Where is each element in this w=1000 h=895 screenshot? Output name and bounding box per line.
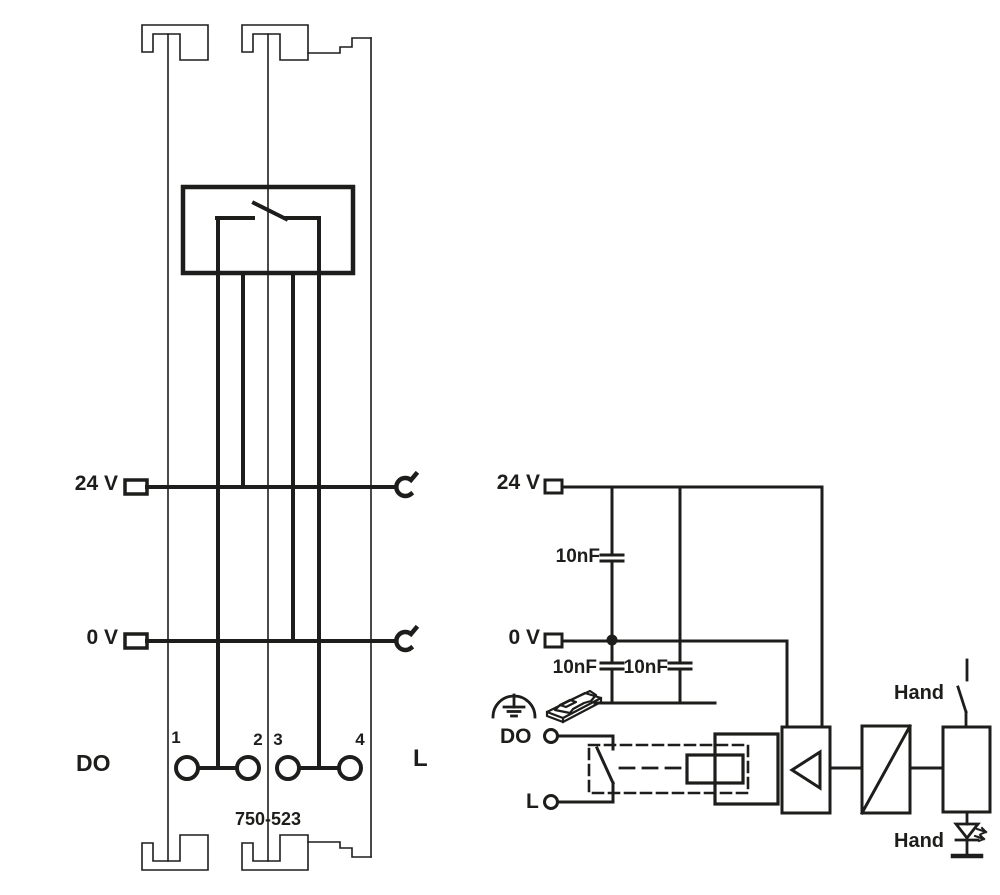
relay-contact-box [180,184,356,276]
capacitor-icon-0v-earth [599,661,625,671]
right-circuit-24v-label: 24 V [496,471,540,494]
din-rail-icon [545,689,603,724]
terminal-number-1: 1 [171,728,181,747]
module-top-profile-center [241,24,309,61]
module-top-profile [141,24,209,61]
rc-do-terminal-circle [543,728,559,744]
junction-dot [606,634,618,646]
capacitor-icon-24v-0v [599,553,625,563]
relay-switch-icon [595,746,615,785]
terminal-number-2: 2 [253,730,263,749]
module-top-profile-right [307,37,372,54]
capacitor-value-1: 10nF [555,546,600,567]
terminal-number-4: 4 [355,730,365,749]
led-icon [953,810,988,857]
earth-ground-icon [491,693,537,719]
hand-function-box [941,725,992,814]
right-circuit-l-label: L [526,790,539,813]
right-circuit-do-label: DO [500,725,532,748]
dcdc-converter-icon [859,723,913,816]
capacitor-value-3: 10nF [623,657,668,678]
interface-box [713,732,780,806]
terminal-circle-2 [235,755,261,781]
module-bottom-profile-right [307,841,372,858]
left-module-0v-label: 0 V [86,626,118,649]
left-module-24v-label: 24 V [74,472,118,495]
hand-label-top: Hand [894,682,944,704]
relay-dashed-box [587,743,750,795]
terminal-square-24v [123,478,149,496]
driver-box [780,725,832,815]
terminal-number-3: 3 [273,730,283,749]
rc-do-wire [556,734,615,751]
capacitor-value-2: 10nF [552,657,597,678]
right-circuit-0v-label: 0 V [508,626,540,649]
power-jumper-contact-icon-24v [394,470,420,499]
amplifier-triangle-icon [789,749,822,791]
hand-switch-icon [956,658,969,729]
hand-label-bottom: Hand [894,830,944,852]
rc-l-wire [556,781,615,804]
power-jumper-contact-icon-0v [394,624,420,653]
part-number-label: 750-523 [234,809,302,829]
led-light-arrow-2 [973,833,986,843]
module-internal-wires [145,216,397,770]
capacitor-icon-24v-earth [667,661,693,671]
rc-terminal-square-0v [543,632,564,649]
relay-contact-icon [215,200,321,222]
terminal-circle-3 [275,755,301,781]
terminal-circle-1 [174,755,200,781]
terminal-circle-4 [337,755,363,781]
left-module-l-label: L [413,745,428,772]
module-outline [141,24,372,871]
left-module-do-label: DO [76,750,111,776]
module-bottom-profile-center [241,834,309,871]
led-light-arrow-1 [975,826,988,836]
module-bottom-profile [141,834,209,871]
rc-terminal-square-24v [543,478,564,495]
rc-l-terminal-circle [543,794,559,810]
right-circuit-wires [543,478,824,729]
terminal-square-0v [123,632,149,650]
